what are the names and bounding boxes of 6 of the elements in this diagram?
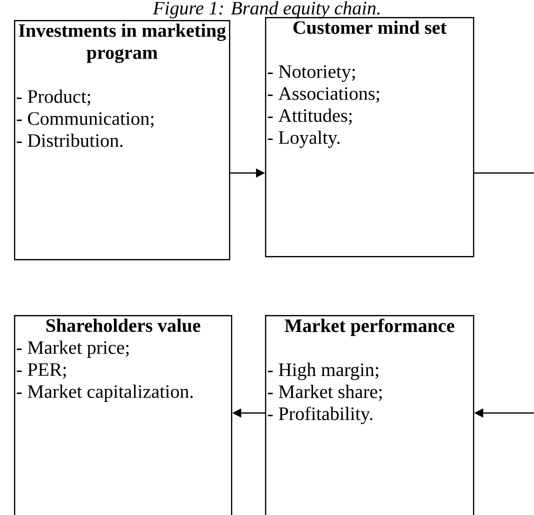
arrow (474, 172, 534, 418)
text-box: Market performance - High margin; - Market share; - Profitability. (265, 315, 474, 515)
figure-title: Figure 1: Brand equity chain. (152, 1, 380, 18)
text-box: Customer mind set - Notoriety; - Associations; - Attitudes; - Loyalty. (265, 17, 474, 258)
text-box: Investments in marketing program - Product; - Communication; - Distribution. (14, 20, 230, 260)
text-box: Shareholders value - Market price; - PER; - Market capitalization. (14, 315, 232, 515)
